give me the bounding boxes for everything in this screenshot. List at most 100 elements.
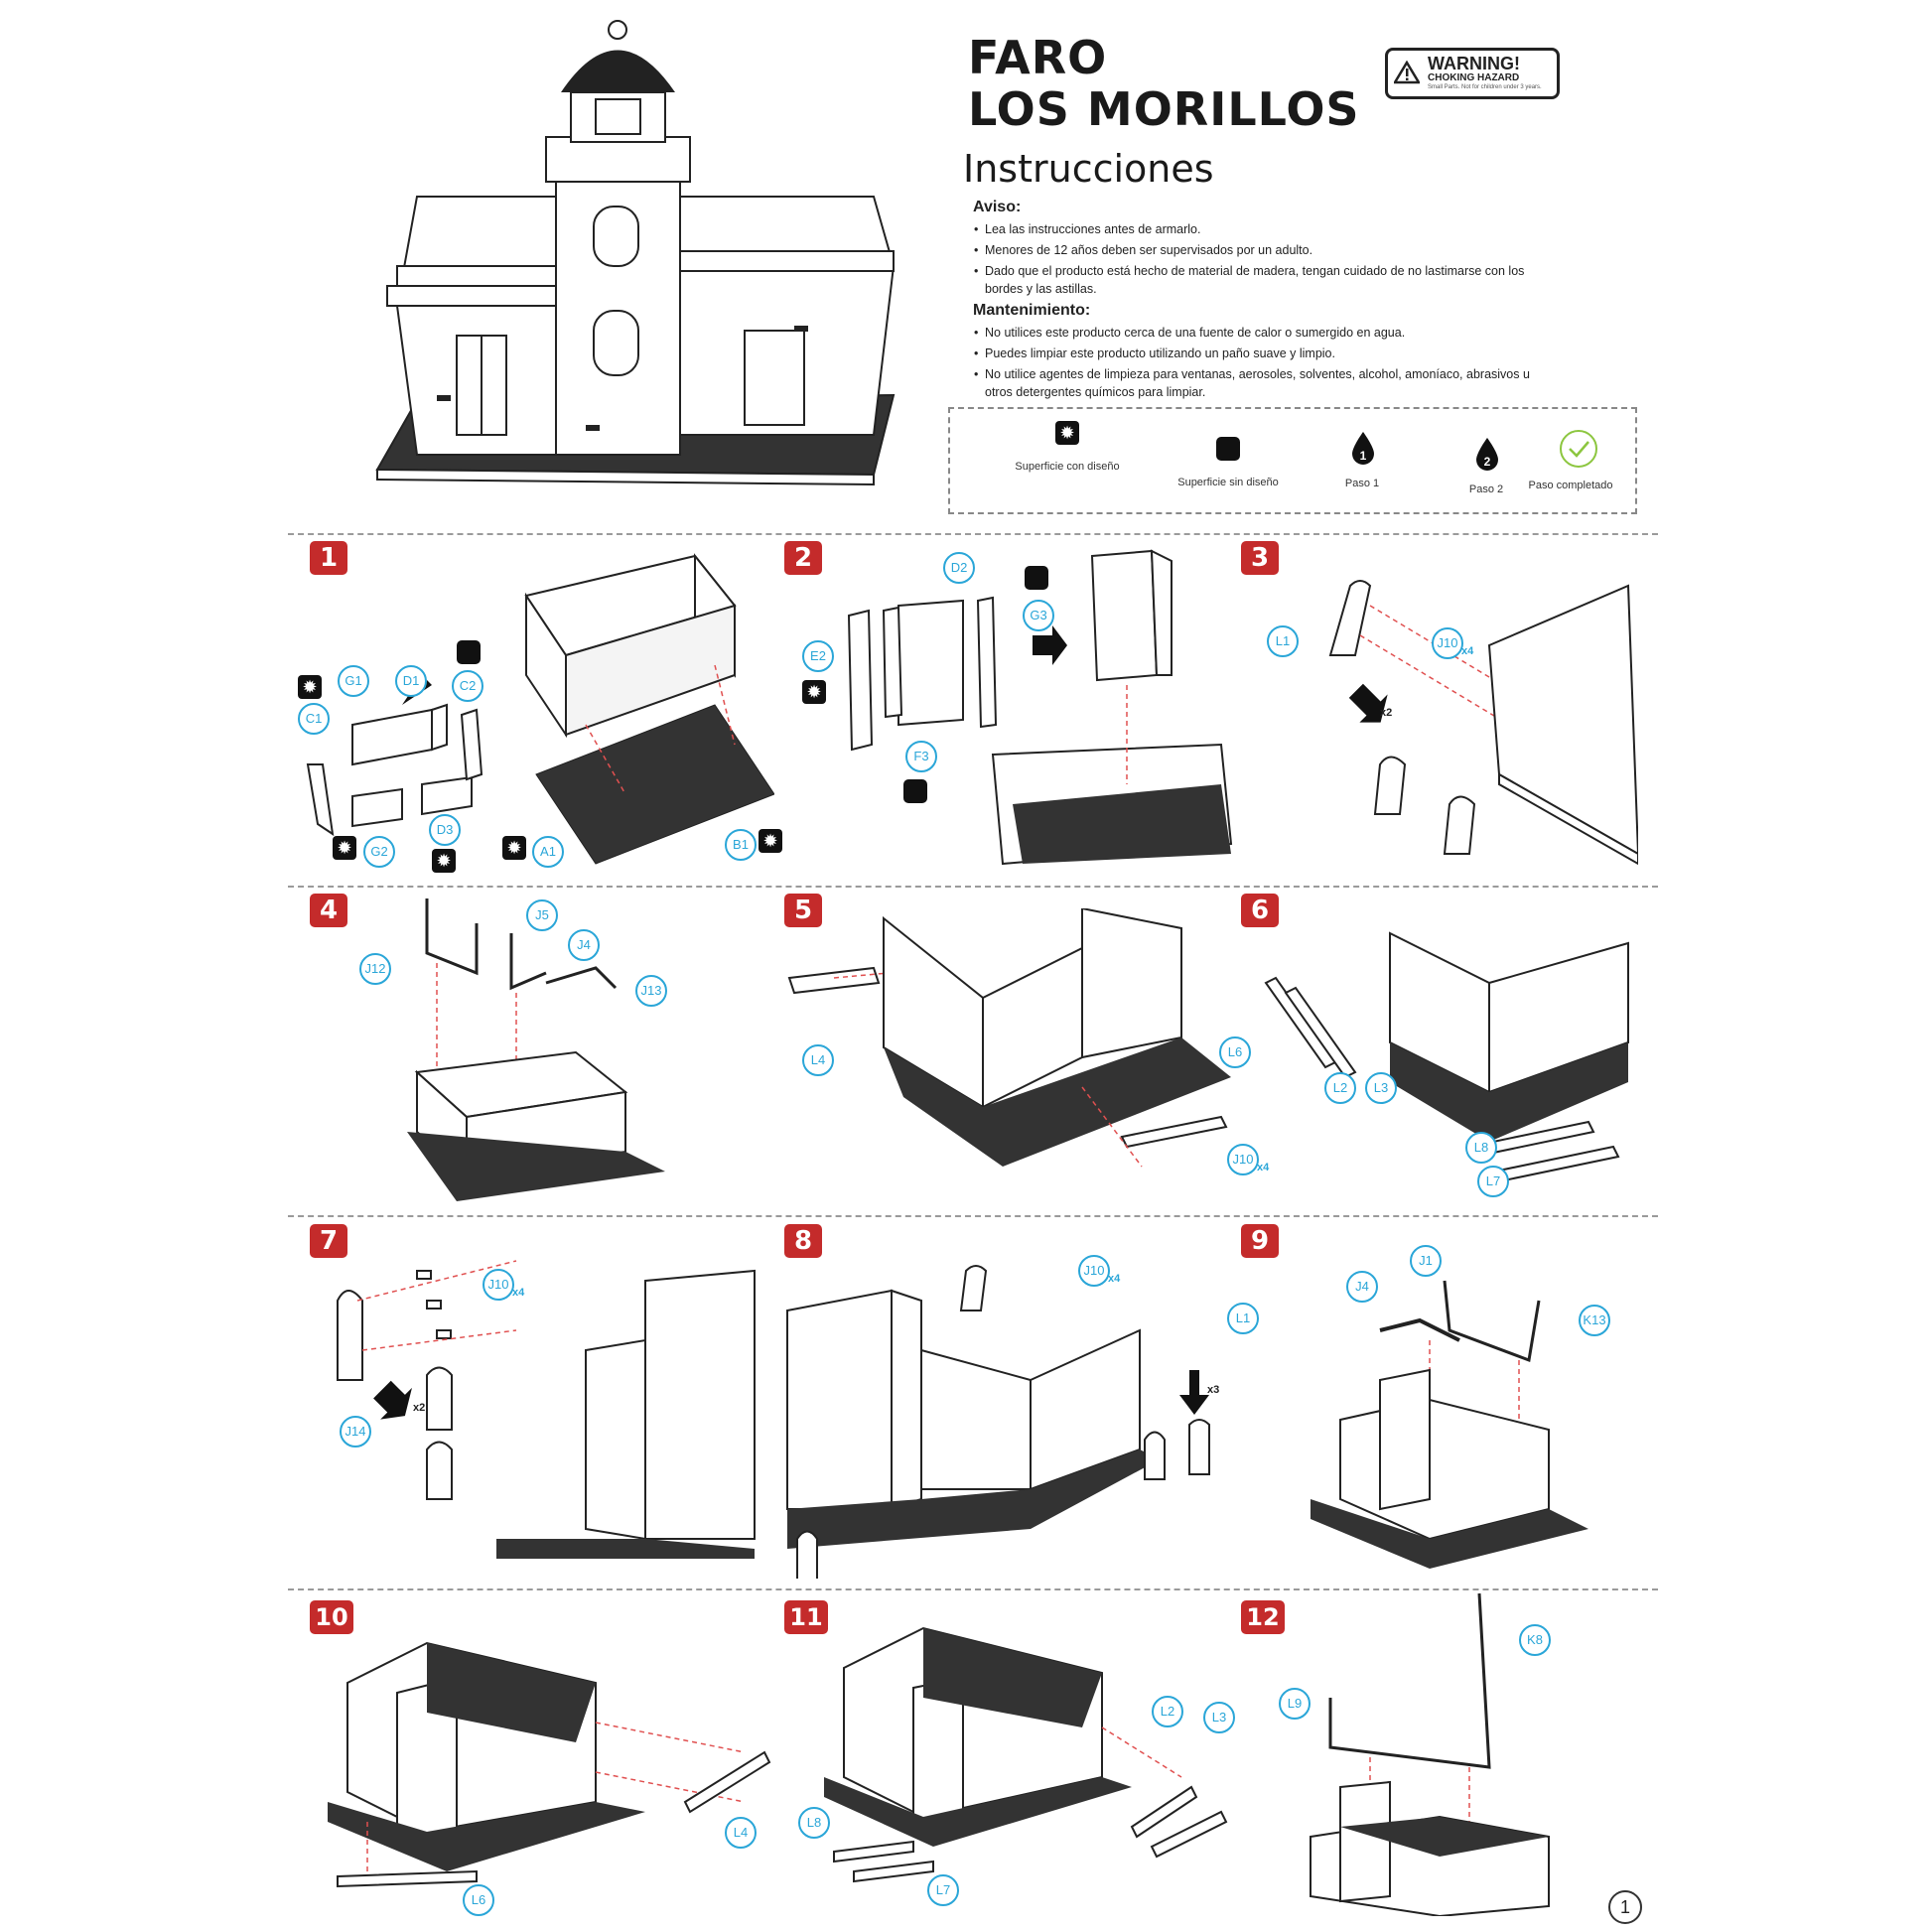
- step-8-diagram: [786, 1265, 1210, 1579]
- part-callout: L4: [725, 1817, 757, 1849]
- aviso-item: Dado que el producto está hecho de mater…: [974, 262, 1559, 298]
- legend-item-plain: Superficie sin diseño: [1159, 437, 1298, 488]
- step-10-diagram: [328, 1641, 771, 1888]
- check-circle-icon: [1560, 430, 1597, 468]
- part-callout: D1: [395, 665, 427, 697]
- part-callout: J1: [1410, 1245, 1442, 1277]
- mantenimiento-item: Puedes limpiar este producto utilizando …: [974, 345, 1559, 362]
- page-title: FARO LOS MORILLOS: [968, 32, 1360, 135]
- quantity-label: x4: [512, 1287, 525, 1299]
- part-callout: D2: [943, 552, 975, 584]
- sun-pattern-icon: ✹: [298, 675, 322, 699]
- quantity-label: x3: [1207, 1384, 1220, 1396]
- part-callout: J10: [1227, 1144, 1259, 1175]
- title-line-1: FARO: [968, 31, 1108, 84]
- part-callout: L1: [1267, 625, 1299, 657]
- part-callout: L7: [927, 1874, 959, 1906]
- part-callout: C2: [452, 670, 483, 702]
- quantity-label: x4: [1108, 1273, 1121, 1285]
- part-callout: K13: [1579, 1305, 1610, 1336]
- part-callout: L2: [1324, 1072, 1356, 1104]
- step-12-diagram: [1310, 1592, 1550, 1916]
- row-divider: [288, 533, 1658, 535]
- title-line-2: LOS MORILLOS: [968, 82, 1360, 136]
- part-callout: B1: [725, 829, 757, 861]
- part-callout: G1: [338, 665, 369, 697]
- part-callout: L6: [463, 1884, 494, 1916]
- part-callout: J10: [1432, 627, 1463, 659]
- sun-pattern-icon: ✹: [333, 836, 356, 860]
- warning-subtitle: CHOKING HAZARD: [1428, 72, 1520, 83]
- legend-item-completed: Paso completado: [1501, 429, 1640, 491]
- part-callout: J4: [1346, 1271, 1378, 1303]
- part-callout: L1: [1227, 1303, 1259, 1334]
- part-callout: C1: [298, 703, 330, 735]
- part-callout: L3: [1365, 1072, 1397, 1104]
- warning-title: WARNING!: [1428, 54, 1520, 73]
- step-9-diagram: [1311, 1280, 1588, 1569]
- part-callout: J14: [340, 1416, 371, 1448]
- part-callout: G3: [1023, 600, 1054, 631]
- mantenimiento-item: No utilices este producto cerca de una f…: [974, 324, 1559, 342]
- step-9-badge: 9: [1241, 1224, 1279, 1258]
- quantity-label: x4: [1257, 1162, 1270, 1173]
- quantity-label: x4: [1461, 645, 1474, 657]
- black-square-icon: [903, 779, 927, 803]
- warning-note: Small Parts. Not for children under 3 ye…: [1428, 84, 1542, 90]
- part-callout: J10: [483, 1269, 514, 1301]
- instructions-heading: Instrucciones: [963, 147, 1214, 191]
- legend-item-step2: 2 Paso 2: [1417, 437, 1556, 495]
- step-3-diagram: [1328, 580, 1638, 866]
- sun-pattern-icon: ✹: [802, 680, 826, 704]
- step-8-badge: 8: [784, 1224, 822, 1258]
- step-6-diagram: [1264, 931, 1629, 1183]
- svg-text:2: 2: [1484, 455, 1491, 469]
- aviso-item: Menores de 12 años deben ser supervisado…: [974, 241, 1559, 259]
- aviso-item: Lea las instrucciones antes de armarlo.: [974, 220, 1559, 238]
- part-callout: D3: [429, 814, 461, 846]
- drop-1-icon: 1: [1352, 432, 1374, 465]
- step-5-diagram: [787, 908, 1231, 1168]
- row-divider: [288, 1588, 1658, 1590]
- part-callout: J12: [359, 953, 391, 985]
- part-callout: L4: [802, 1044, 834, 1076]
- step-12-badge: 12: [1241, 1600, 1285, 1634]
- sun-pattern-icon: ✹: [502, 836, 526, 860]
- part-callout: K8: [1519, 1624, 1551, 1656]
- part-callout: G2: [363, 836, 395, 868]
- part-callout: J5: [526, 899, 558, 931]
- quantity-label: x2: [413, 1402, 426, 1414]
- aviso-heading: Aviso:: [973, 199, 1022, 215]
- step-1-badge: 1: [310, 541, 347, 575]
- black-square-icon: [1025, 566, 1048, 590]
- black-square-icon: [457, 640, 481, 664]
- drop-2-icon: 2: [1476, 438, 1498, 471]
- quantity-label: x2: [1380, 707, 1393, 719]
- aviso-section: Aviso: Lea las instrucciones antes de ar…: [973, 199, 1559, 404]
- warning-box: WARNING! CHOKING HAZARD Small Parts. Not…: [1385, 48, 1560, 99]
- sun-pattern-icon: ✹: [759, 829, 782, 853]
- part-callout: L3: [1203, 1702, 1235, 1733]
- step-1-diagram: [306, 553, 774, 865]
- part-callout: L2: [1152, 1696, 1183, 1727]
- page-number: 1: [1608, 1890, 1642, 1924]
- lighthouse-illustration: [375, 20, 896, 486]
- part-callout: A1: [532, 836, 564, 868]
- part-callout: J4: [568, 929, 600, 961]
- svg-text:1: 1: [1360, 449, 1367, 463]
- step-5-badge: 5: [784, 894, 822, 927]
- step-6-badge: 6: [1241, 894, 1279, 927]
- row-divider: [288, 886, 1658, 888]
- part-callout: L6: [1219, 1036, 1251, 1068]
- step-4-badge: 4: [310, 894, 347, 927]
- symbol-legend: ✹ Superficie con diseño Superficie sin d…: [948, 407, 1637, 514]
- legend-item-patterned: ✹ Superficie con diseño: [1015, 421, 1120, 473]
- row-divider: [288, 1215, 1658, 1217]
- sun-pattern-icon: ✹: [432, 849, 456, 873]
- legend-item-step1: 1 Paso 1: [1293, 431, 1432, 489]
- step-11-badge: 11: [784, 1600, 828, 1634]
- part-callout: L9: [1279, 1688, 1311, 1720]
- part-callout: J10: [1078, 1255, 1110, 1287]
- mantenimiento-item: No utilice agentes de limpieza para vent…: [974, 365, 1559, 401]
- part-callout: L8: [798, 1807, 830, 1839]
